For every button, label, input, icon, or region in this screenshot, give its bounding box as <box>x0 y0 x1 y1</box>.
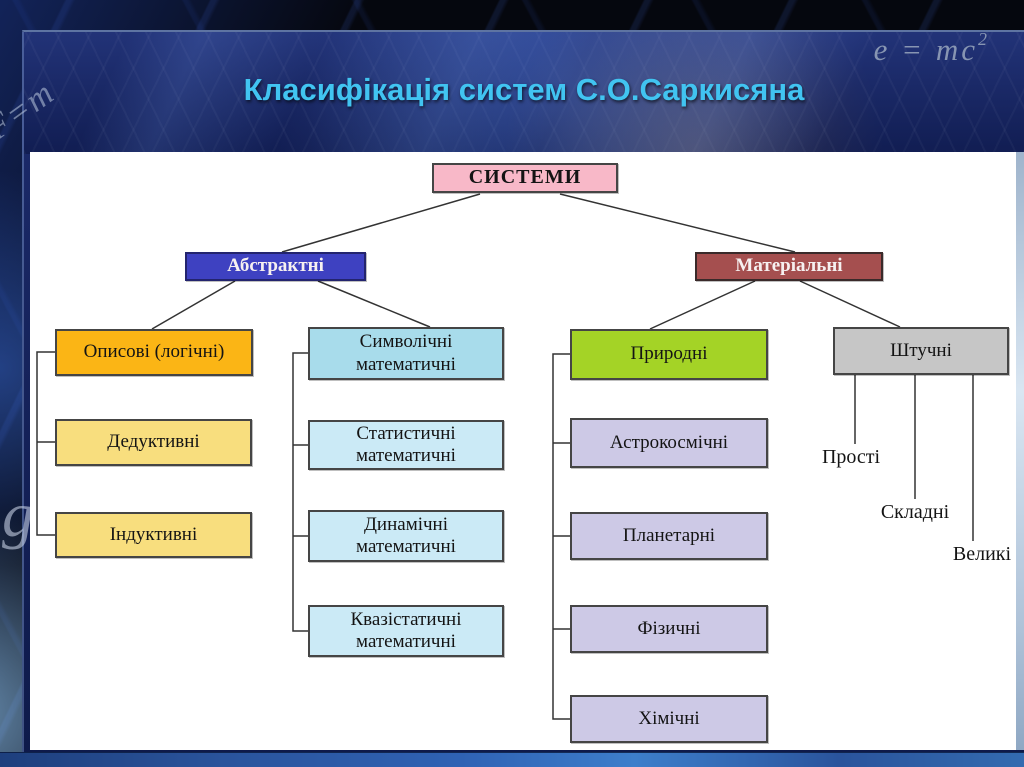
background-letter-g: g <box>2 479 34 550</box>
node-deductive: Дедуктивні <box>55 419 252 466</box>
bottom-accent-bar <box>0 752 1024 767</box>
node-dynamic-mathematical: Динамічні математичні <box>308 510 504 562</box>
node-inductive: Індуктивні <box>55 512 252 558</box>
node-abstract: Абстрактні <box>185 252 366 281</box>
node-material: Матеріальні <box>695 252 883 281</box>
node-quasistatic-mathematical: Квазістатичні математичні <box>308 605 504 657</box>
node-statistical-mathematical: Статистичні математичні <box>308 420 504 470</box>
node-physical: Фізичні <box>570 605 768 653</box>
label-complex: Складні <box>880 501 950 523</box>
connector-lines <box>36 193 974 720</box>
formula-exponent: 2 <box>978 28 990 49</box>
node-planetary: Планетарні <box>570 512 768 560</box>
node-symbolic-mathematical: Символічні математичні <box>308 327 504 380</box>
right-edge-strip <box>1016 152 1024 750</box>
background-formula-emc2: e = mc2 <box>873 28 990 68</box>
node-artificial: Штучні <box>833 327 1009 375</box>
diagram-canvas: СИСТЕМИ Абстрактні Матеріальні Описові (… <box>30 152 1016 750</box>
node-astrocosmic: Астрокосмічні <box>570 418 768 468</box>
formula-base: e = mc <box>873 32 978 67</box>
node-descriptive-logical: Описові (логічні) <box>55 329 253 376</box>
label-simple: Прості <box>821 446 881 468</box>
label-large: Великі <box>952 543 1012 565</box>
node-systems: СИСТЕМИ <box>432 163 618 193</box>
slide-title: Класифікація систем С.О.Саркисяна <box>243 72 805 107</box>
header-texture <box>24 32 1024 154</box>
node-chemical: Хімічні <box>570 695 768 743</box>
node-natural: Природні <box>570 329 768 380</box>
